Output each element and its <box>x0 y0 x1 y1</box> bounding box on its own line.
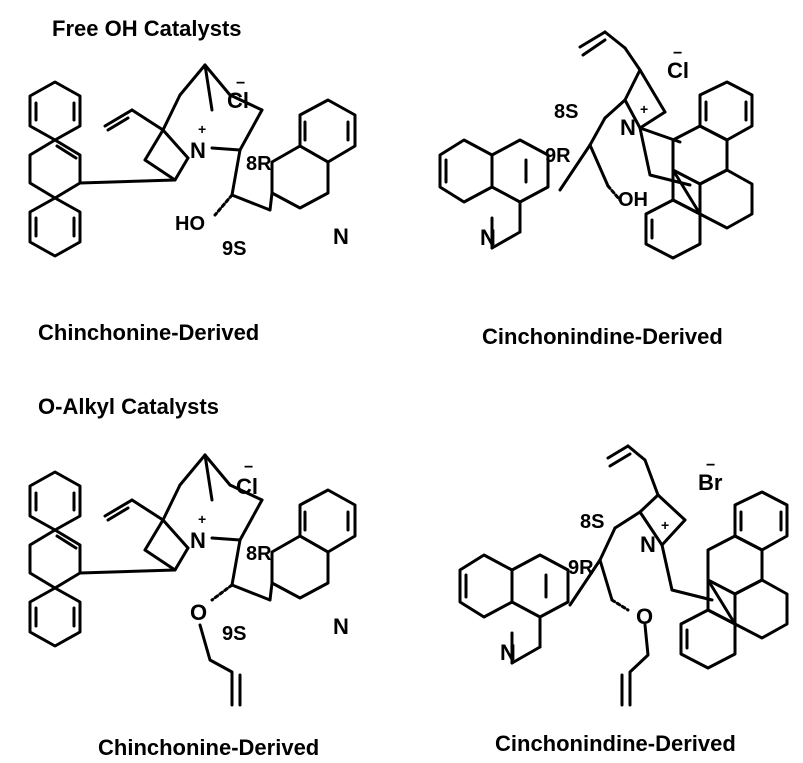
plus-charge-tl: + <box>198 121 206 137</box>
quinoline-n-tl: N <box>333 224 349 249</box>
stereo-8s-br: 8S <box>580 511 604 533</box>
plus-charge-br: + <box>661 517 669 533</box>
anthracene-ring-br <box>679 490 789 670</box>
caption-bottom-right: Cinchonindine-Derived <box>495 731 736 756</box>
molecule-top-left: N Cl − + 8R HO 9S N <box>28 63 357 260</box>
molecule-bottom-right: N + Br − 8S 9R O N <box>458 444 789 707</box>
bromide-br: Br <box>698 470 723 495</box>
quinoline-tr <box>438 138 550 250</box>
minus-charge-tr: − <box>673 45 682 62</box>
molecule-bottom-left: N + Cl − 8R O 9S N <box>28 453 357 707</box>
n-atom-tr: N <box>620 115 636 140</box>
minus-charge-tl: − <box>236 75 245 92</box>
plus-charge-bl: + <box>198 511 206 527</box>
n-atom-tl: N <box>190 138 206 163</box>
quinoline-br <box>458 553 570 665</box>
anthracene-ring-tr <box>644 80 754 260</box>
anthracene-ring-tl <box>28 80 82 258</box>
quinuclidine-tr <box>578 30 682 147</box>
plus-charge-tr: + <box>640 101 648 117</box>
minus-charge-bl: − <box>244 459 253 476</box>
caption-bottom-left: Chinchonine-Derived <box>98 735 319 760</box>
minus-charge-br: − <box>706 457 715 474</box>
molecule-top-right: N + Cl − 8S 9R OH N <box>438 30 754 260</box>
caption-top-left: Chinchonine-Derived <box>38 320 259 345</box>
stereo-9r-tr: 9R <box>545 145 571 167</box>
chloride-bl: Cl <box>236 474 258 499</box>
stereo-9r-br: 9R <box>568 557 594 579</box>
n-atom-br: N <box>640 532 656 557</box>
quinoline-n-bl: N <box>333 614 349 639</box>
n-atom-bl: N <box>190 528 206 553</box>
stereo-9s-bl: 9S <box>222 623 246 645</box>
anthracene-ring-bl <box>28 470 82 648</box>
quinoline-tl <box>268 98 357 212</box>
stereo-8s-tr: 8S <box>554 101 578 123</box>
ether-oxygen-bl: O <box>190 600 207 625</box>
section-title-free-oh: Free OH Catalysts <box>52 16 242 41</box>
chloride-tr: Cl <box>667 58 689 83</box>
quinoline-n-tr: N <box>480 225 496 250</box>
hydroxyl-tr: OH <box>618 189 648 211</box>
chloride-tl: Cl <box>227 88 249 113</box>
stereo-9s-tl: 9S <box>222 238 246 260</box>
caption-top-right: Cinchonindine-Derived <box>482 324 723 349</box>
quinuclidine-br <box>598 444 687 562</box>
quinuclidine-bl <box>103 453 264 572</box>
quinuclidine-tl <box>103 63 264 182</box>
quinoline-bl <box>268 488 357 602</box>
stereo-8r-bl: 8R <box>246 543 272 565</box>
ether-oxygen-br: O <box>636 604 653 629</box>
section-title-o-alkyl: O-Alkyl Catalysts <box>38 394 219 419</box>
stereo-8r-tl: 8R <box>246 153 272 175</box>
quinoline-n-br: N <box>500 640 516 665</box>
hydroxyl-tl: HO <box>175 213 205 235</box>
